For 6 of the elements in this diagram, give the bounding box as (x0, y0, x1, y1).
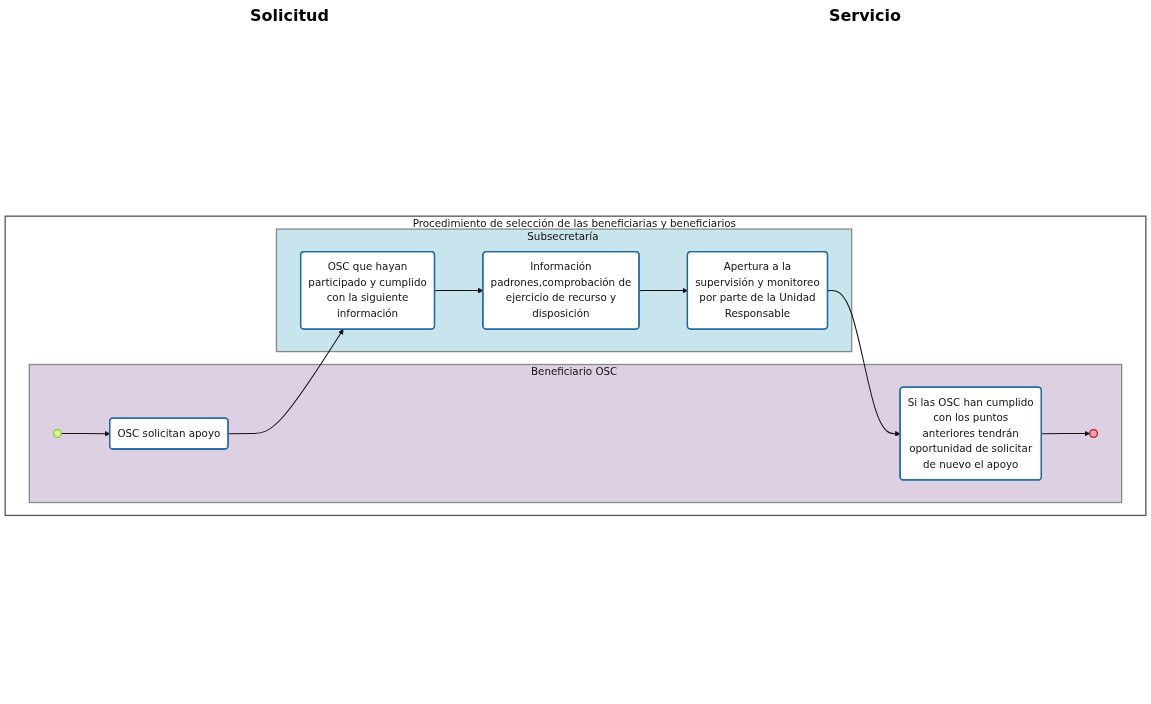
arrow (827, 290, 901, 437)
phase-header: Solicitud (249, 6, 329, 27)
node-circle (1089, 429, 1099, 439)
node-circle (52, 429, 62, 439)
arrow (1041, 430, 1090, 437)
phase-header: Servicio (828, 6, 901, 27)
